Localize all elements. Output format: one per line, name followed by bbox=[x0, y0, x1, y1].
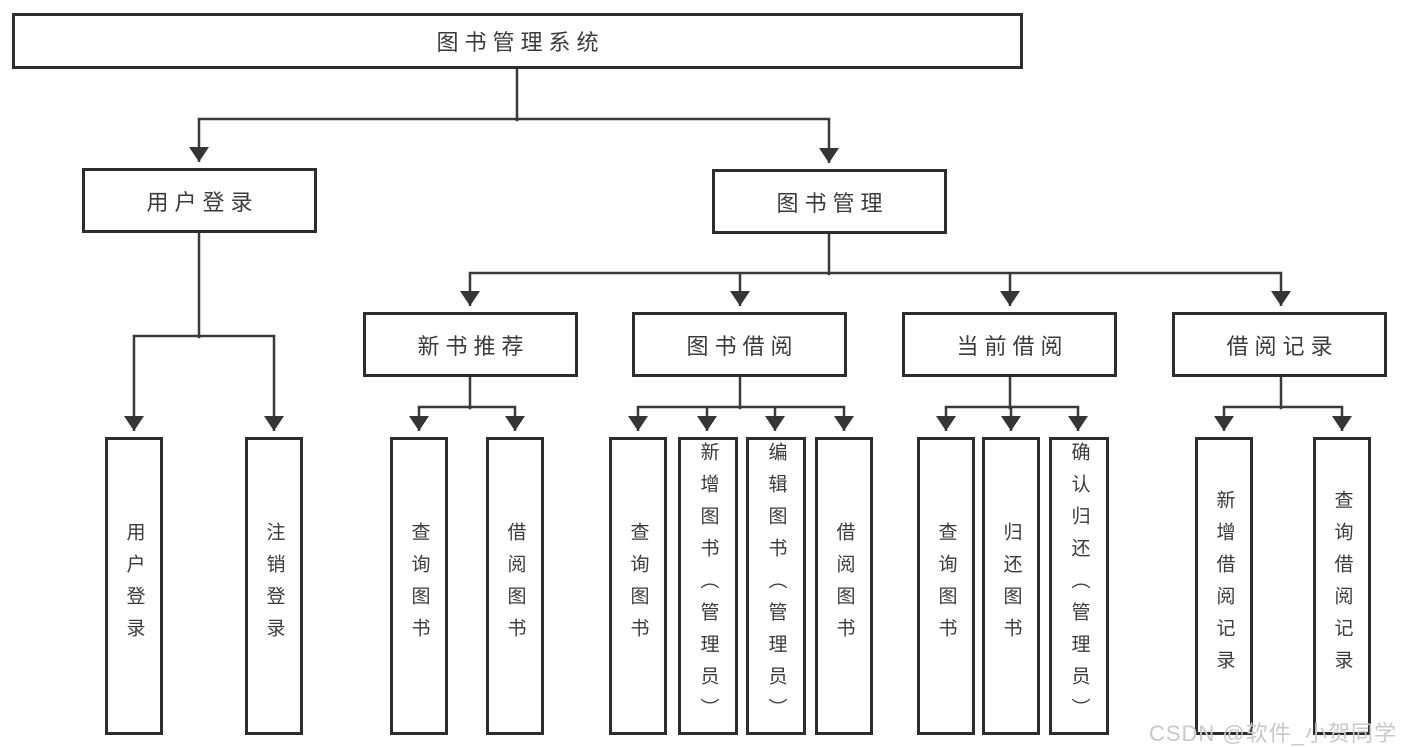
leaf-user-login: 用户登录 bbox=[105, 437, 163, 735]
leaf-return-book: 归还图书 bbox=[982, 437, 1040, 735]
leaf-add-book-admin-label: 新增图书（管理员） bbox=[697, 442, 719, 730]
leaf-edit-book-admin: 编辑图书（管理员） bbox=[746, 437, 806, 735]
leaf-return-book-label: 归还图书 bbox=[1000, 522, 1022, 650]
leaf-borrow-books-borrow: 借阅图书 bbox=[815, 437, 873, 735]
leaf-borrow-books-recommend: 借阅图书 bbox=[486, 437, 544, 735]
leaf-query-borrow-record: 查询借阅记录 bbox=[1313, 437, 1371, 735]
node-borrow-records: 借阅记录 bbox=[1172, 312, 1387, 377]
leaf-query-borrow-record-label: 查询借阅记录 bbox=[1331, 490, 1353, 682]
node-user-login-label: 用户登录 bbox=[146, 189, 259, 215]
leaf-add-book-admin: 新增图书（管理员） bbox=[678, 437, 738, 735]
leaf-query-books-borrow: 查询图书 bbox=[609, 437, 667, 735]
leaf-logout: 注销登录 bbox=[245, 437, 303, 735]
leaf-add-borrow-record-label: 新增借阅记录 bbox=[1213, 490, 1235, 682]
leaf-query-books-current-label: 查询图书 bbox=[935, 522, 957, 650]
node-book-borrow-label: 图书借阅 bbox=[686, 333, 799, 359]
leaf-query-books-current: 查询图书 bbox=[917, 437, 975, 735]
watermark: CSDN @软件_小贺同学 bbox=[1148, 721, 1397, 746]
node-current-borrow: 当前借阅 bbox=[902, 312, 1117, 377]
node-new-book-recommend-label: 新书推荐 bbox=[417, 333, 530, 359]
leaf-add-borrow-record: 新增借阅记录 bbox=[1195, 437, 1253, 735]
leaf-logout-label: 注销登录 bbox=[263, 522, 285, 650]
leaf-query-books-borrow-label: 查询图书 bbox=[627, 522, 649, 650]
leaf-query-books-recommend: 查询图书 bbox=[390, 437, 448, 735]
node-book-management-label: 图书管理 bbox=[776, 190, 889, 216]
leaf-confirm-return-admin-label: 确认归还（管理员） bbox=[1068, 442, 1090, 730]
node-new-book-recommend: 新书推荐 bbox=[363, 312, 578, 377]
node-current-borrow-label: 当前借阅 bbox=[956, 333, 1069, 359]
leaf-borrow-books-borrow-label: 借阅图书 bbox=[833, 522, 855, 650]
leaf-edit-book-admin-label: 编辑图书（管理员） bbox=[765, 442, 787, 730]
node-root: 图书管理系统 bbox=[12, 13, 1023, 69]
leaf-borrow-books-recommend-label: 借阅图书 bbox=[504, 522, 526, 650]
leaf-confirm-return-admin: 确认归还（管理员） bbox=[1049, 437, 1109, 735]
node-book-borrow: 图书借阅 bbox=[632, 312, 847, 377]
node-borrow-records-label: 借阅记录 bbox=[1226, 333, 1339, 359]
node-user-login: 用户登录 bbox=[82, 168, 317, 233]
leaf-query-books-recommend-label: 查询图书 bbox=[408, 522, 430, 650]
node-book-management: 图书管理 bbox=[712, 169, 947, 234]
connector-arrows bbox=[124, 119, 1352, 431]
leaf-user-login-label: 用户登录 bbox=[123, 522, 145, 650]
node-root-label: 图书管理系统 bbox=[436, 30, 605, 55]
